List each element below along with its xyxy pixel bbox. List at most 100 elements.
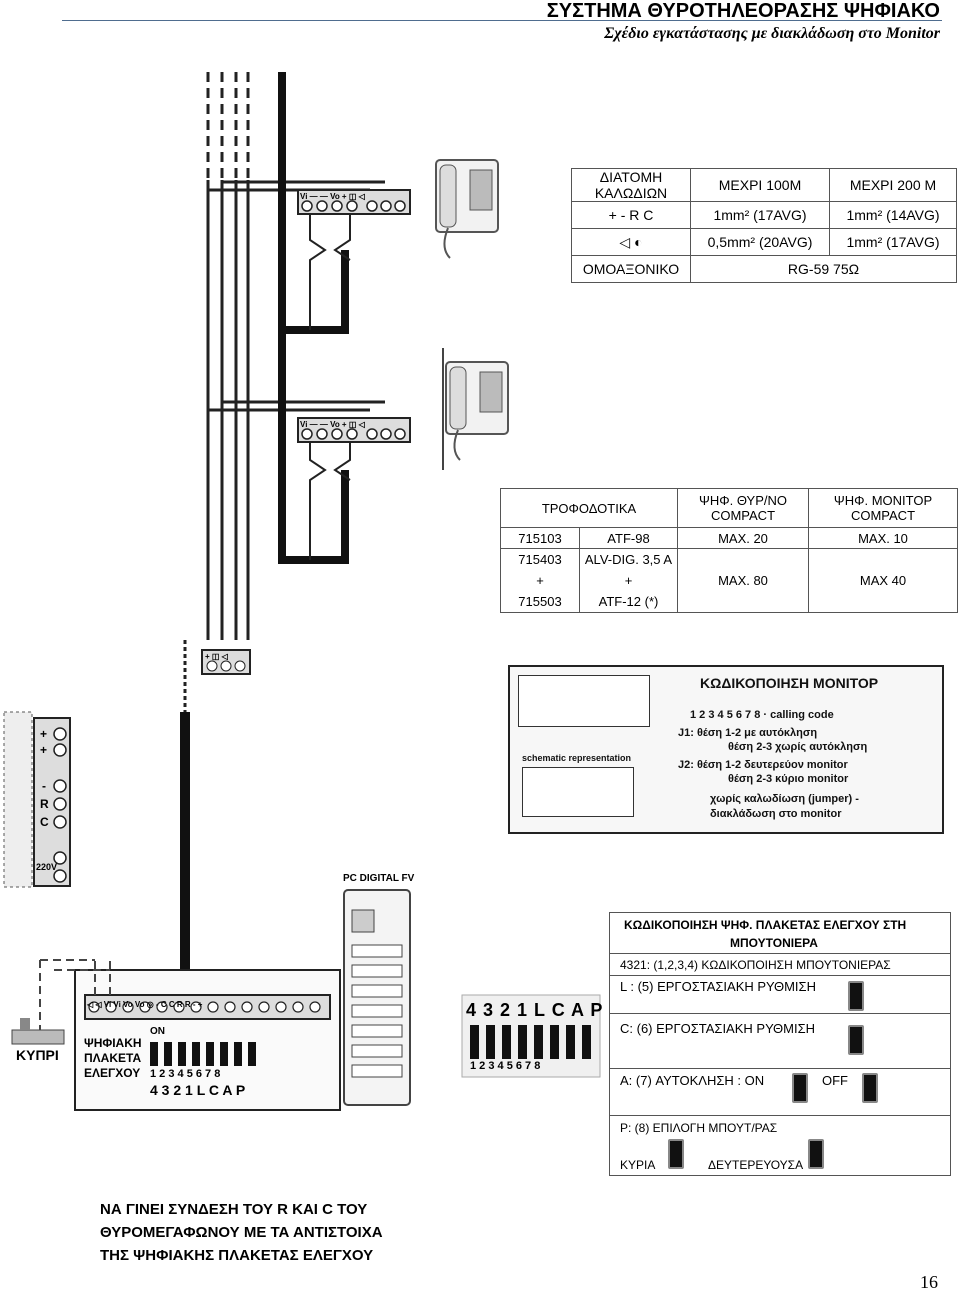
strip-digits-label: 1 2 3 4 5 6 7 8 — [470, 1060, 541, 1072]
cable-row-power-100: 1mm² (17AVG) — [690, 201, 830, 229]
switch-icon-l — [848, 981, 864, 1011]
cable-header-section: ΔΙΑΤΟΜΗ ΚΑΛΩΔΙΩΝ — [571, 168, 691, 202]
code-secondary-label: ΔΕΥΤΕΡΕΥΟΥΣΑ — [708, 1158, 804, 1172]
control-board-label-1: ΨΗΦΙΑΚΗ — [84, 1036, 142, 1050]
power-r2-model-b: + — [624, 573, 633, 588]
code-line-a: A: (7) ΑΥΤΟΚΛΗΣΗ : ON — [620, 1073, 765, 1088]
monitor-footnote-1: χωρίς καλωδίωση (jumper) - — [710, 793, 859, 805]
switch-icon-secondary — [808, 1139, 824, 1169]
control-board-label-2: ΠΛΑΚΕΤΑ — [84, 1051, 142, 1065]
dip-switch-strip — [461, 994, 601, 1078]
cable-row-power-label: + - R C — [571, 201, 691, 229]
code-line-p: P: (8) ΕΠΙΛΟΓΗ ΜΠΟΥΤ/ΡΑΣ — [620, 1121, 778, 1135]
code-line-l: L : (5) ΕΡΓΟΣΤΑΣΙΑΚΗ ΡΥΘΜΙΣΗ — [620, 979, 816, 994]
door-control-board — [74, 969, 341, 1111]
monitor-j1-a: J1: θέση 1-2 με αυτόκληση — [678, 727, 818, 739]
page-number: 16 — [920, 1272, 938, 1292]
power-r2-code: 715403 + 715503 — [500, 548, 580, 613]
connection-note-line-1: ΝΑ ΓΙΝΕΙ ΣΥΝΔΕΣΗ ΤΟΥ R ΚΑΙ C ΤΟΥ — [100, 1201, 368, 1218]
button-panel — [343, 889, 411, 1106]
door-wires — [39, 959, 111, 1030]
cable-row-coax-value: RG-59 75Ω — [690, 255, 957, 283]
monitor-footnote-2: διακλάδωση στο monitor — [710, 808, 842, 820]
side-terminal-plus-2: + — [40, 743, 48, 757]
side-terminal-plus-1: + — [40, 727, 48, 741]
power-r1-model: ATF-98 — [579, 527, 678, 549]
code-box-divider — [610, 1115, 950, 1116]
power-r1-door: MAX. 20 — [677, 527, 809, 549]
control-board-coding-box: ΚΩΔΙΚΟΠΟΙΗΣΗ ΨΗΦ. ΠΛΑΚΕΤΑΣ ΕΛΕΓΧΟΥ ΣΤΗ Μ… — [609, 912, 951, 1176]
header-rule — [62, 20, 942, 21]
monitor-schematic-box — [522, 767, 634, 817]
monitor-j2-a: J2: θέση 1-2 δευτερεύον monitor — [678, 759, 848, 771]
monitor-terminal-labels-1: Vi — — Vo + ◫ ◁ — [300, 192, 365, 201]
side-terminal-220v: 220V — [36, 862, 58, 872]
psu-terminal-labels: + ◫ ◁ — [205, 652, 228, 661]
monitor-icon-2 — [442, 348, 509, 470]
video-cross-wires — [309, 214, 351, 560]
coax-cable-lower — [278, 410, 349, 564]
board-terminal-labels: ◁ ◁ Vi Vi Vo Vo ◎ - C C R R - + — [87, 1000, 203, 1009]
switch-icon-a-on — [792, 1073, 808, 1103]
handset-icon: ◐ — [634, 233, 643, 250]
cable-section-table: ΔΙΑΤΟΜΗ ΚΑΛΩΔΙΩΝ ΜΕΧΡΙ 100Μ ΜΕΧΡΙ 200 Μ … — [571, 168, 957, 283]
monitor-schematic-label: schematic representation — [522, 753, 632, 763]
monitor-terminal-labels-2: Vi — — Vo + ◫ ◁ — [300, 420, 365, 429]
connection-note-line-3: ΤΗΣ ΨΗΦΙΑΚΗΣ ΠΛΑΚΕΤΑΣ ΕΛΕΓΧΟΥ — [100, 1247, 374, 1264]
power-r1-code: 715103 — [500, 527, 580, 549]
code-box-title-b: ΜΠΟΥΤΟΝΙΕΡΑ — [730, 936, 818, 950]
power-header-door: ΨΗΦ. ΘΥΡ/ΝΟ COMPACT — [677, 488, 809, 528]
monitor-dip-block — [518, 675, 650, 727]
coax-cable-upper — [278, 72, 349, 334]
power-header-monitor: ΨΗΦ. MONITOP COMPACT — [808, 488, 958, 528]
power-supply-table: ΤΡΟΦΟΔΟΤΙΚΑ ΨΗΦ. ΘΥΡ/ΝΟ COMPACT ΨΗΦ. MON… — [500, 488, 958, 613]
monitor-calling-code: 1 2 3 4 5 6 7 8 · calling code — [690, 709, 834, 721]
power-r2-model-c: ATF-12 (*) — [598, 594, 659, 609]
document-title: ΣΥΣΤΗΜΑ ΘΥΡΟΤΗΛΕΟΡΑΣΗΣ ΨΗΦΙΑΚΟ — [546, 0, 940, 22]
power-r2-code-c: 715503 — [518, 594, 562, 609]
code-line-a-off: OFF — [822, 1073, 848, 1088]
pc-digital-label: PC DIGITAL FV — [343, 873, 415, 884]
code-box-divider — [610, 953, 950, 954]
power-header-supplies: ΤΡΟΦΟΔΟΤΙΚΑ — [500, 488, 678, 528]
power-supply-unit — [3, 711, 71, 888]
switch-icon-main — [668, 1139, 684, 1169]
power-r2-door: MAX. 80 — [677, 548, 809, 613]
monitor-j2-b: θέση 2-3 κύριο monitor — [728, 773, 849, 785]
psu-terminal-block — [201, 649, 251, 675]
power-r2-code-a: 715403 — [518, 552, 562, 567]
document-subtitle: Σχέδιο εγκατάστασης με διακλάδωση στο Mo… — [604, 25, 940, 42]
cable-header-200: ΜΕΧΡΙ 200 Μ — [829, 168, 957, 202]
side-terminal-r: R — [40, 797, 49, 811]
monitor-coding-title: ΚΩΔΙΚΟΠΟΙΗΣΗ ΜΟΝΙΤΟΡ — [700, 675, 879, 691]
cable-header-100: ΜΕΧΡΙ 100Μ — [690, 168, 830, 202]
control-board-label: ΨΗΦΙΑΚΗ ΠΛΑΚΕΤΑ ΕΛΕΓΧΟΥ — [84, 1036, 142, 1081]
dip-digits-label: 1 2 3 4 5 6 7 8 — [150, 1068, 221, 1080]
cable-row-power-200: 1mm² (14AVG) — [829, 201, 957, 229]
monitor-j1-b: θέση 2-3 χωρίς αυτόκληση — [728, 741, 868, 753]
strip-letters-label: 4 3 2 1 L C A P — [466, 1000, 604, 1020]
cable-row-audio-label: ◁ ◐ — [571, 228, 691, 256]
cable-row-audio-200: 1mm² (17AVG) — [829, 228, 957, 256]
speaker-icon: ◁ — [619, 233, 631, 250]
code-box-divider — [610, 1068, 950, 1069]
cable-row-coax-label: ΟΜΟΑΞΟΝΙΚΟ — [571, 255, 691, 283]
dip-letters-label: 4 3 2 1 L C A P — [150, 1082, 246, 1098]
code-box-divider — [610, 1013, 950, 1014]
monitor-terminal-block-2 — [297, 417, 411, 443]
connection-note: ΝΑ ΓΙΝΕΙ ΣΥΝΔΕΣΗ ΤΟΥ R ΚΑΙ C ΤΟΥ ΘΥΡΟΜΕΓ… — [100, 1198, 440, 1267]
power-r2-monitor: MAX 40 — [808, 548, 958, 613]
code-box-title-a: ΚΩΔΙΚΟΠΟΙΗΣΗ ΨΗΦ. ΠΛΑΚΕΤΑΣ ΕΛΕΓΧΟΥ ΣΤΗ — [624, 918, 907, 932]
cable-row-audio-100: 0,5mm² (20AVG) — [690, 228, 830, 256]
dip-on-label: ON — [150, 1026, 165, 1037]
code-box-divider — [610, 975, 950, 976]
switch-icon-c — [848, 1025, 864, 1055]
power-r2-model: ALV-DIG. 3,5 A + ATF-12 (*) — [579, 548, 678, 613]
power-r2-model-a: ALV-DIG. 3,5 A — [584, 552, 673, 567]
power-r2-code-b: + — [536, 573, 544, 588]
monitor-terminal-block-1 — [297, 189, 411, 215]
door-lock-icon — [11, 1018, 65, 1045]
bus-solid — [206, 180, 385, 640]
control-board-label-3: ΕΛΕΓΧΟΥ — [84, 1066, 141, 1080]
